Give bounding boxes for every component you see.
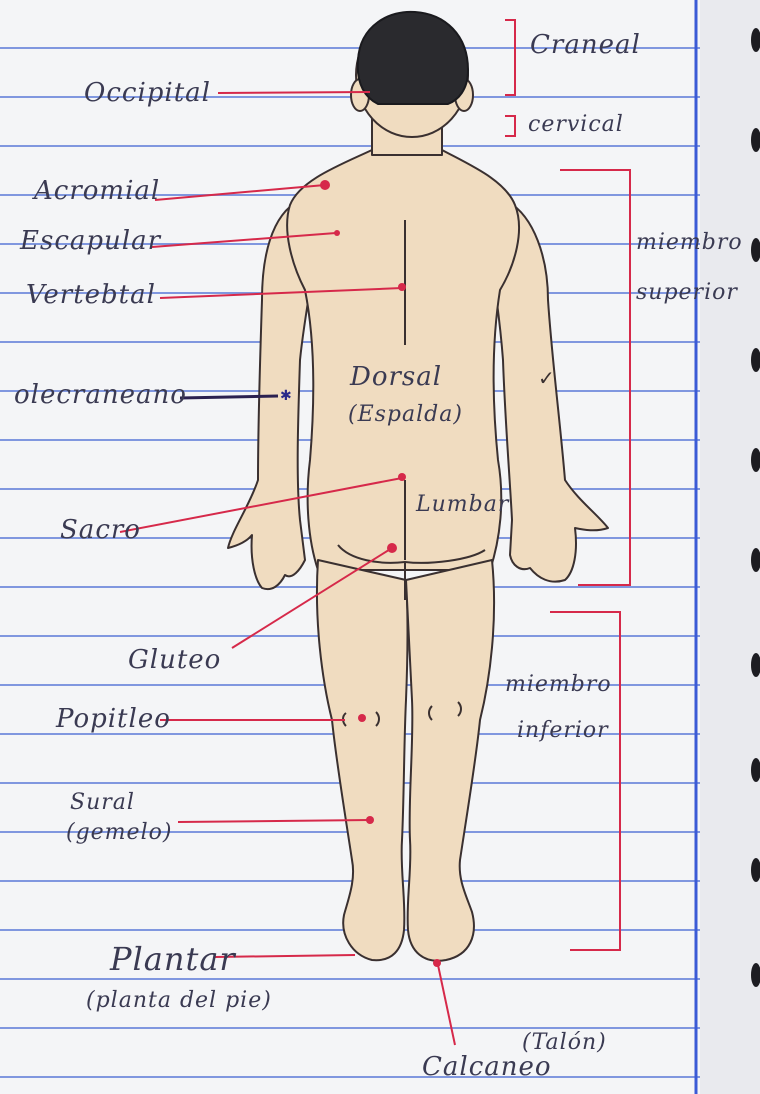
label-lumbar: Lumbar — [416, 492, 509, 517]
label-espalda: (Espalda) — [348, 402, 463, 427]
label-miembro-superior-2: superior — [636, 280, 738, 305]
label-acromial: Acromial — [34, 176, 160, 206]
label-gluteo: Gluteo — [128, 645, 221, 675]
label-cervical: cervical — [528, 112, 624, 137]
label-sacro: Sacro — [60, 515, 141, 545]
label-sural: Sural — [70, 790, 135, 815]
label-calcaneo: Calcaneo — [422, 1052, 552, 1082]
label-dorsal: Dorsal — [350, 362, 442, 392]
elbow-check-mark: ✓ — [538, 366, 555, 390]
label-plantar: Plantar — [110, 940, 236, 978]
label-popliteo: Popitleo — [56, 704, 171, 734]
page-right-edge — [700, 0, 760, 1094]
label-occipital: Occipital — [84, 78, 211, 108]
label-olecraneano: olecraneano — [14, 380, 187, 410]
olecranon-line — [180, 396, 278, 398]
label-escapular: Escapular — [20, 226, 161, 256]
label-planta-del-pie: (planta del pie) — [86, 988, 272, 1013]
label-gemelo: (gemelo) — [66, 820, 172, 845]
olecranon-marker: ✱ — [280, 388, 292, 404]
label-miembro-superior-1: miembro — [636, 230, 743, 255]
label-vertebral: Vertebtal — [26, 280, 156, 310]
label-craneal: Craneal — [530, 30, 641, 60]
label-miembro-inferior-2: inferior — [517, 718, 609, 743]
label-miembro-inferior-1: miembro — [505, 672, 612, 697]
